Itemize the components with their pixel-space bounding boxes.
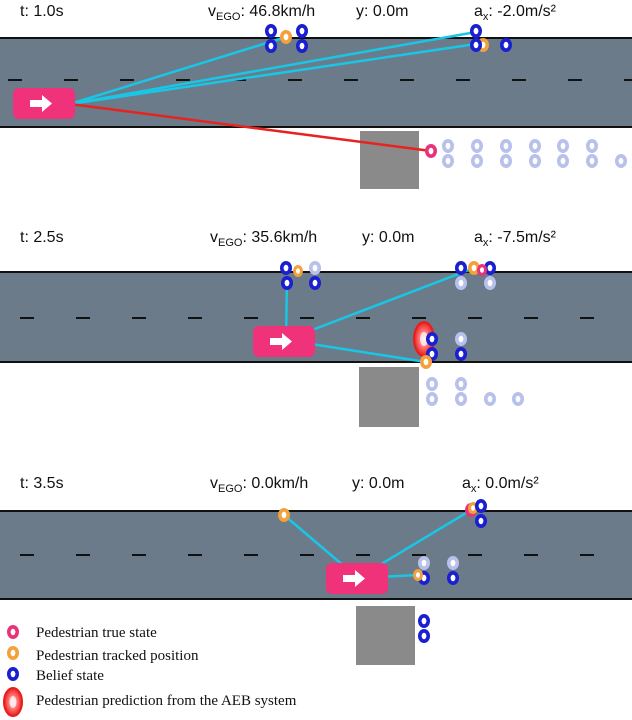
panel-3-road (0, 510, 632, 600)
panel-1-velocity: vEGO: 46.8km/h (208, 3, 315, 23)
belief-state-icon (455, 347, 467, 361)
legend-item-aeb-prediction: Pedestrian prediction from the AEB syste… (3, 687, 297, 717)
belief-state-icon (500, 38, 512, 52)
belief-state-icon (280, 261, 292, 275)
pedestrian-tracked-position-icon (7, 646, 19, 660)
belief-state-faded-icon (529, 154, 541, 168)
panel-1-tracking-line (69, 42, 477, 106)
belief-state-icon (265, 39, 277, 53)
aeb-prediction-icon (3, 687, 23, 717)
legend-label: Belief state (36, 668, 104, 684)
panel-1-time: t: 1.0s (20, 3, 64, 20)
belief-state-faded-icon (557, 139, 569, 153)
belief-state-faded-icon (484, 392, 496, 406)
legend-label: Pedestrian tracked position (36, 648, 199, 664)
belief-state-icon (475, 514, 487, 528)
belief-state-icon (309, 276, 321, 290)
belief-state-icon (475, 499, 487, 513)
belief-state-icon (484, 261, 496, 275)
panel-3-time: t: 3.5s (20, 475, 64, 492)
belief-state-icon (426, 332, 438, 346)
pedestrian-tracked-position-icon (293, 265, 303, 277)
panel-2-velocity: vEGO: 35.6km/h (210, 229, 317, 249)
pedestrian-true-state-icon (7, 625, 19, 639)
belief-state-faded-icon (586, 139, 598, 153)
ego-vehicle-icon (13, 88, 75, 119)
belief-state-icon (281, 276, 293, 290)
legend-item-belief-state: Belief state (7, 667, 104, 684)
legend-label: Pedestrian prediction from the AEB syste… (36, 693, 297, 709)
legend: Pedestrian true state Pedestrian tracked… (3, 625, 297, 717)
belief-state-faded-icon (447, 556, 459, 570)
belief-state-faded-icon (442, 139, 454, 153)
belief-state-icon (265, 24, 277, 38)
belief-state-faded-icon (418, 556, 430, 570)
belief-state-icon (455, 261, 467, 275)
panel-2-tracking-line (285, 266, 475, 342)
panel-3: t: 3.5s vEGO: 0.0km/h y: 0.0m ax: 0.0m/s… (0, 475, 632, 665)
panel-2-lateral-position: y: 0.0m (362, 229, 414, 246)
belief-state-faded-icon (426, 377, 438, 391)
panel-2: t: 2.5s vEGO: 35.6km/h y: 0.0m ax: -7.5m… (0, 229, 632, 427)
pedestrian-tracked-position-icon (420, 355, 432, 369)
panel-3-pedestrian-markers (278, 499, 487, 643)
belief-state-icon (447, 571, 459, 585)
belief-state-faded-icon (586, 154, 598, 168)
panel-2-time: t: 2.5s (20, 229, 64, 246)
ego-vehicle-icon (253, 326, 315, 357)
panel-2-acceleration: ax: -7.5m/s² (474, 229, 557, 249)
panel-1-obstacle (360, 131, 419, 189)
panel-3-obstacle (356, 606, 415, 665)
panel-1: t: 1.0s vEGO: 46.8km/h y: 0.0m ax: -2.0m… (0, 3, 632, 189)
panel-1-lateral-position: y: 0.0m (356, 3, 408, 20)
belief-state-faded-icon (615, 154, 627, 168)
belief-state-faded-icon (500, 139, 512, 153)
belief-state-faded-icon (455, 377, 467, 391)
belief-state-faded-icon (529, 139, 541, 153)
panel-1-tracking-line (69, 30, 477, 106)
belief-state-faded-icon (426, 392, 438, 406)
belief-state-faded-icon (500, 154, 512, 168)
belief-state-faded-icon (471, 154, 483, 168)
panel-2-pedestrian-markers (280, 261, 524, 406)
belief-state-faded-icon (455, 392, 467, 406)
pedestrian-tracked-position-icon (280, 30, 292, 44)
panel-3-velocity: vEGO: 0.0km/h (210, 475, 308, 495)
pedestrian-true-state-icon (425, 144, 437, 158)
belief-state-icon (470, 24, 482, 38)
belief-state-faded-icon (309, 261, 321, 275)
belief-state-icon (296, 39, 308, 53)
belief-state-icon (296, 24, 308, 38)
ego-vehicle-icon (326, 563, 388, 594)
panel-3-lateral-position: y: 0.0m (352, 475, 404, 492)
panel-1-road (0, 37, 632, 128)
legend-item-tracked-position: Pedestrian tracked position (7, 646, 199, 664)
panel-1-tracking-line (69, 35, 287, 106)
pedestrian-tracked-position-icon (468, 261, 480, 275)
legend-item-true-state: Pedestrian true state (7, 625, 157, 641)
belief-state-faded-icon (471, 139, 483, 153)
belief-state-icon (418, 629, 430, 643)
aeb-prediction-icon (413, 321, 435, 357)
belief-state-faded-icon (512, 392, 524, 406)
belief-state-icon (470, 38, 482, 52)
panel-1-pedestrian-markers (265, 24, 627, 168)
belief-state-faded-icon (455, 276, 467, 290)
belief-state-icon (418, 614, 430, 628)
panel-2-obstacle (359, 367, 419, 427)
panel-2-road (0, 271, 632, 363)
panel-3-acceleration: ax: 0.0m/s² (462, 475, 539, 495)
belief-state-faded-icon (557, 154, 569, 168)
belief-state-faded-icon (455, 332, 467, 346)
belief-state-faded-icon (484, 276, 496, 290)
pedestrian-true-state-icon (477, 264, 487, 276)
pedestrian-tracked-position-icon (413, 569, 423, 581)
pedestrian-tracked-position-icon (278, 508, 290, 522)
legend-label: Pedestrian true state (36, 625, 157, 641)
belief-state-icon (7, 667, 19, 681)
panel-1-ego-to-pedestrian-line (69, 102, 432, 153)
belief-state-faded-icon (442, 154, 454, 168)
panel-1-acceleration: ax: -2.0m/s² (474, 3, 557, 23)
